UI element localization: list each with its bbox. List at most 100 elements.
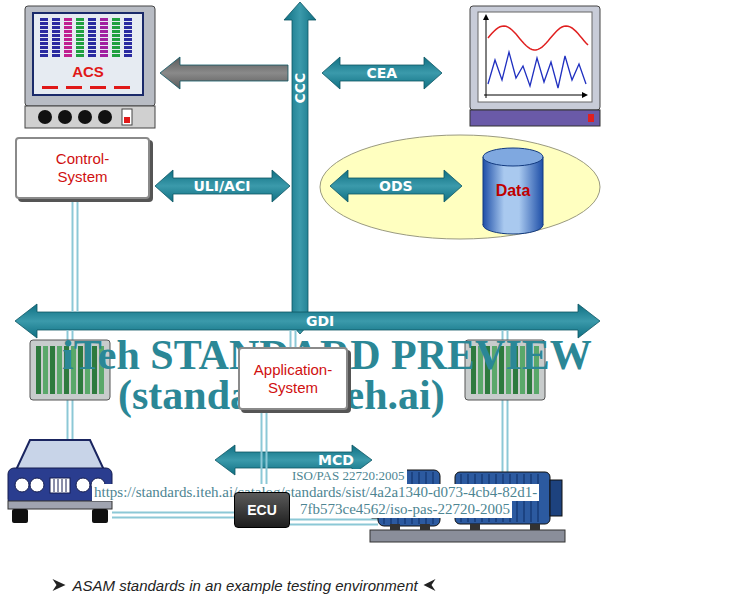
ecu-box: ECU xyxy=(234,492,290,528)
bench-plate xyxy=(370,530,565,542)
level-bar xyxy=(124,18,132,21)
node-text: Application-System xyxy=(254,361,332,397)
level-bar xyxy=(64,18,72,21)
rack-card xyxy=(43,346,48,394)
monitor-base xyxy=(470,110,600,126)
bench-foot xyxy=(390,524,400,530)
level-bar xyxy=(64,22,72,25)
level-bar xyxy=(124,50,132,53)
wire-strand xyxy=(290,524,378,526)
level-bar xyxy=(124,34,132,37)
chart-axis xyxy=(486,16,487,98)
level-bar xyxy=(88,38,96,41)
level-bar xyxy=(88,46,96,49)
level-bar xyxy=(52,22,60,25)
level-bar xyxy=(100,34,108,37)
watermark: ISO/PAS 22720:2005 xyxy=(290,469,407,484)
chart-curve xyxy=(488,26,588,50)
car-headlight xyxy=(15,478,29,492)
car-headlight xyxy=(30,478,44,492)
level-bar xyxy=(112,42,120,45)
level-bar xyxy=(112,26,120,29)
indicator-dash xyxy=(66,86,82,89)
level-bar xyxy=(76,50,84,53)
level-bar xyxy=(88,50,96,53)
level-bar xyxy=(40,50,48,53)
grille-bar xyxy=(62,479,63,492)
bullet-arrow xyxy=(53,579,66,591)
wire-strand xyxy=(72,400,74,440)
level-bar xyxy=(100,22,108,25)
level-bar xyxy=(112,18,120,21)
level-bar xyxy=(76,30,84,33)
caption: ASAM standards in an example testing env… xyxy=(73,577,418,594)
level-bar xyxy=(88,26,96,29)
level-bar xyxy=(52,26,60,29)
watermark: https://standards.iteh.ai/catalog/standa… xyxy=(92,484,539,501)
car-wheel xyxy=(12,509,28,523)
screen-box: ACS xyxy=(32,12,144,96)
interface-label: MCD xyxy=(318,452,354,468)
chart-axis xyxy=(484,95,586,96)
level-bar xyxy=(100,18,108,21)
cylinder-side xyxy=(483,157,484,225)
level-bar xyxy=(40,38,48,41)
level-bar xyxy=(76,18,84,21)
level-bar xyxy=(76,26,84,29)
level-bar xyxy=(100,46,108,49)
level-bar xyxy=(100,38,108,41)
wire-strand xyxy=(266,413,268,492)
level-bar xyxy=(100,50,108,53)
wire xyxy=(503,400,508,472)
level-bar xyxy=(124,42,132,45)
level-bar xyxy=(76,54,84,57)
level-bar xyxy=(64,26,72,29)
monitor-frame xyxy=(25,6,155,106)
level-bar xyxy=(52,50,60,53)
level-bar xyxy=(40,34,48,37)
knob xyxy=(98,110,112,124)
level-bar xyxy=(52,42,60,45)
level-bar xyxy=(40,22,48,25)
wire-strand xyxy=(507,400,509,472)
level-bar xyxy=(88,34,96,37)
process-box: Control-System xyxy=(15,137,150,199)
wire xyxy=(73,199,78,312)
level-bar xyxy=(64,30,72,33)
level-bar xyxy=(40,54,48,57)
level-bar xyxy=(100,26,108,29)
level-bar xyxy=(64,42,72,45)
level-bar xyxy=(112,50,120,53)
level-bar xyxy=(124,38,132,41)
wire xyxy=(112,513,234,518)
car-grille xyxy=(50,478,70,493)
car-bumper xyxy=(8,501,112,509)
power-led xyxy=(588,114,594,122)
level-bar xyxy=(76,42,84,45)
level-bar xyxy=(88,22,96,25)
level-bar xyxy=(88,30,96,33)
wire-strand xyxy=(72,199,74,312)
bench-foot xyxy=(470,524,480,530)
level-bar xyxy=(100,54,108,57)
bench-foot xyxy=(420,524,430,530)
level-bar xyxy=(64,34,72,37)
database-cylinder: Data xyxy=(482,147,544,235)
grille-bar xyxy=(58,479,59,492)
level-bar xyxy=(124,46,132,49)
cylinder-top xyxy=(483,148,543,166)
level-bar xyxy=(124,22,132,25)
node-text: Control-System xyxy=(39,150,126,186)
interface-label: CEA xyxy=(367,65,398,81)
level-bar xyxy=(52,34,60,37)
level-bar xyxy=(112,34,120,37)
wire-strand xyxy=(77,199,79,312)
console-base xyxy=(25,106,155,128)
level-bar xyxy=(112,54,120,57)
cylinder-body xyxy=(483,157,543,225)
car-windshield xyxy=(16,440,104,470)
axis-head xyxy=(582,92,588,98)
level-bar xyxy=(88,54,96,57)
rack-card xyxy=(36,346,41,394)
ods-arrow xyxy=(330,170,462,202)
